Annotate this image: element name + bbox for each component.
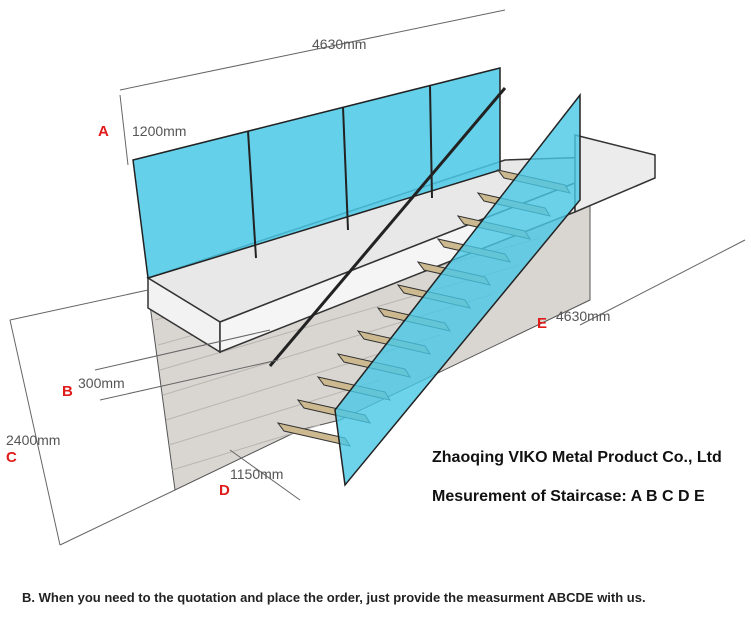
dim-run-e: 4630mm — [556, 308, 610, 324]
handrail — [268, 87, 507, 367]
dim-width-d: 1150mm — [230, 466, 283, 482]
staircase-diagram: 4630mm 1200mm 300mm 2400mm 1150mm 4630mm… — [6, 9, 746, 546]
dim-step-b: 300mm — [78, 375, 125, 391]
glass-panel-dividers — [247, 85, 433, 259]
stair-glass-balustrade — [334, 92, 581, 487]
letter-c: C — [6, 449, 17, 466]
dim-top-length: 4630mm — [312, 36, 366, 52]
dim-height-a: 1200mm — [132, 123, 186, 139]
dimension-lines — [9, 9, 746, 546]
letter-d: D — [219, 482, 230, 499]
landing-slab-end — [574, 134, 656, 214]
letter-a: A — [98, 123, 109, 140]
footer-band — [0, 567, 751, 633]
letter-e: E — [537, 315, 547, 332]
measurement-caption: Mesurement of Staircase: A B C D E — [432, 488, 705, 505]
company-name: Zhaoqing VIKO Metal Product Co., Ltd — [432, 449, 722, 466]
letter-b: B — [62, 383, 73, 400]
footer-note: B. When you need to the quotation and pl… — [22, 590, 646, 605]
dim-total-height-c: 2400mm — [6, 432, 60, 448]
